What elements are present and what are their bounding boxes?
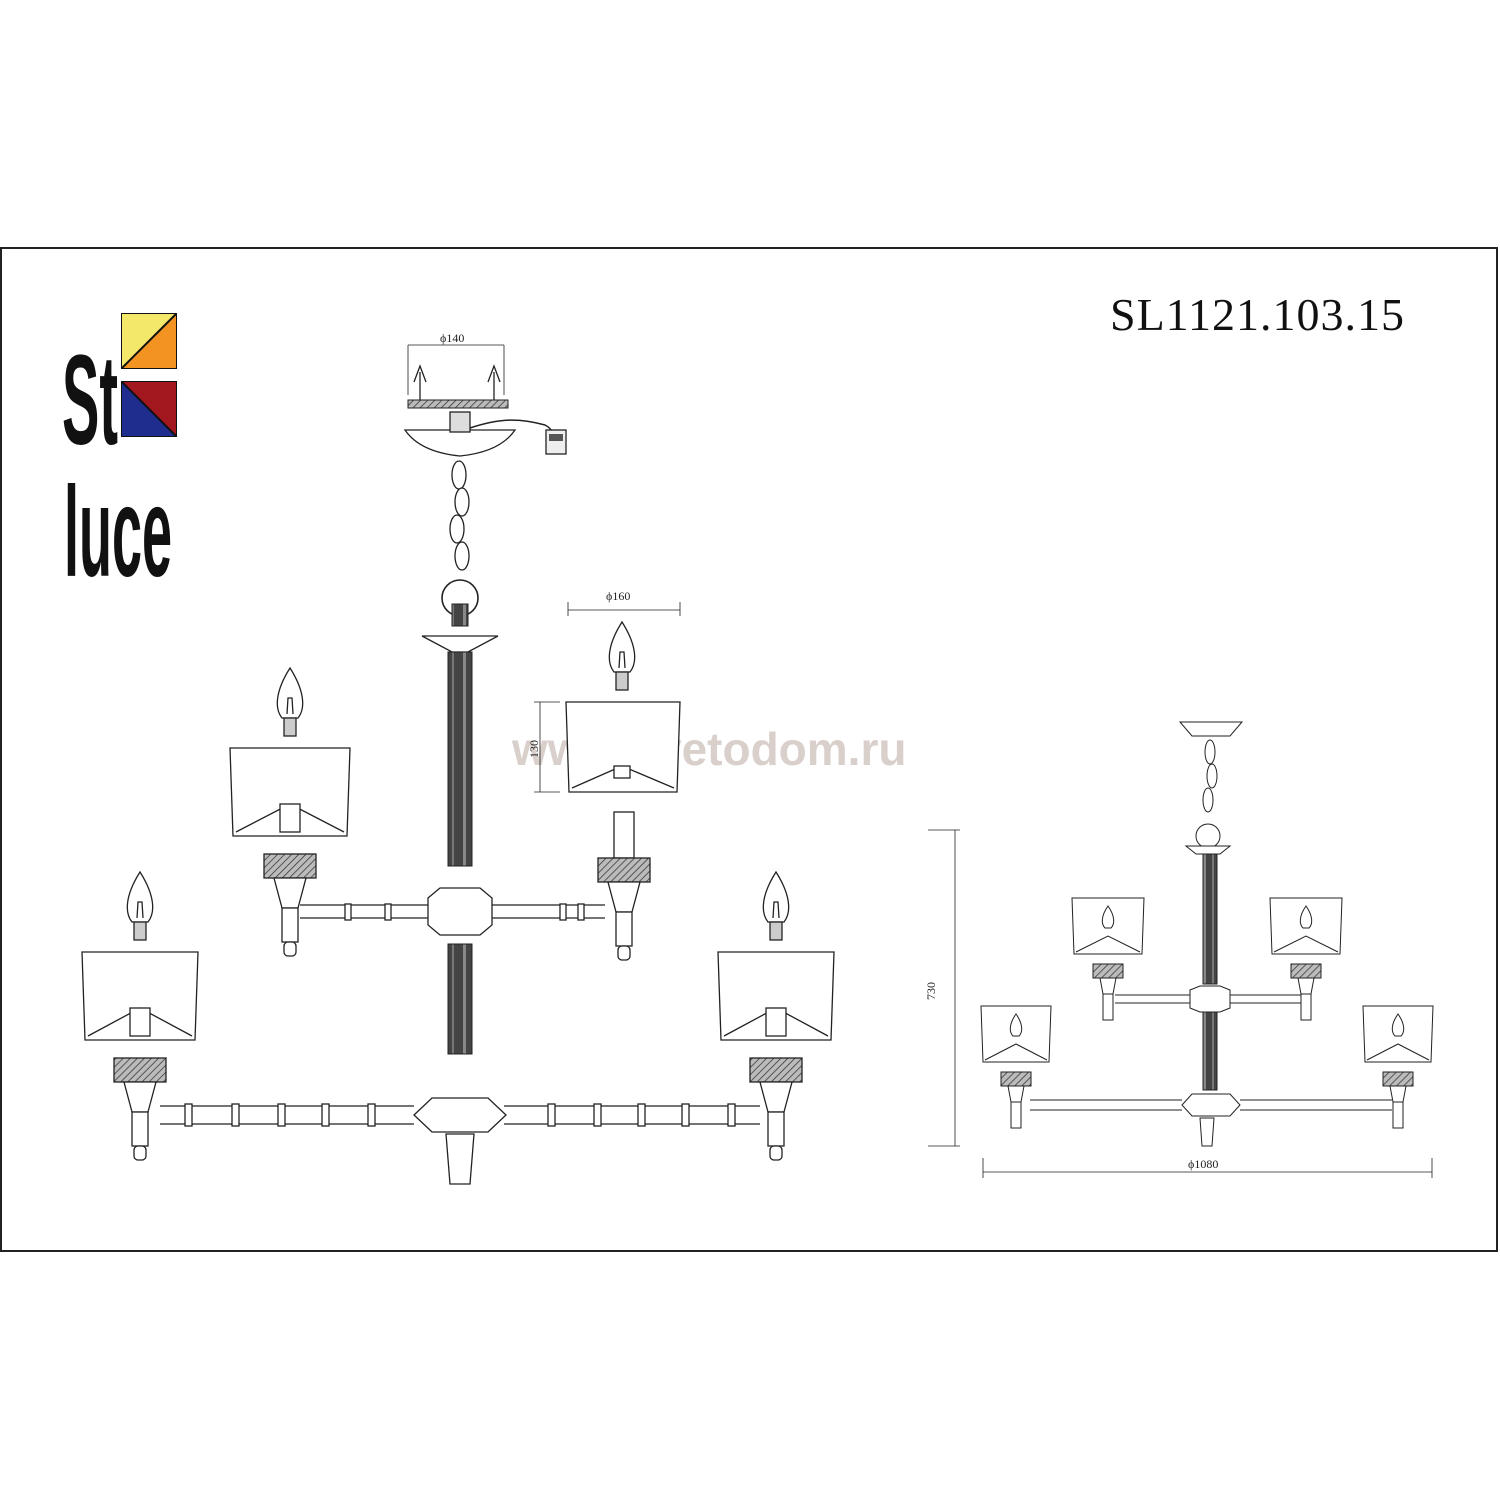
canopy-diameter-label: ϕ140 [440,331,464,345]
total-height-label: 730 [924,982,938,1000]
dimension-lines [407,344,1433,1178]
drawing-frame [0,247,1498,1252]
st-luce-logo: St luce [62,313,177,604]
logo-wordmark-bottom: luce [64,461,172,604]
model-number: SL1121.103.15 [1110,289,1405,340]
shade-detail [565,620,681,793]
shade-diameter-label: ϕ160 [606,589,630,603]
overall-view [980,721,1434,1147]
logo-wordmark-top: St [62,329,118,472]
total-diameter-label: ϕ1080 [1188,1157,1218,1171]
main-elevation [81,364,835,1185]
shade-height-label: 130 [527,740,541,758]
